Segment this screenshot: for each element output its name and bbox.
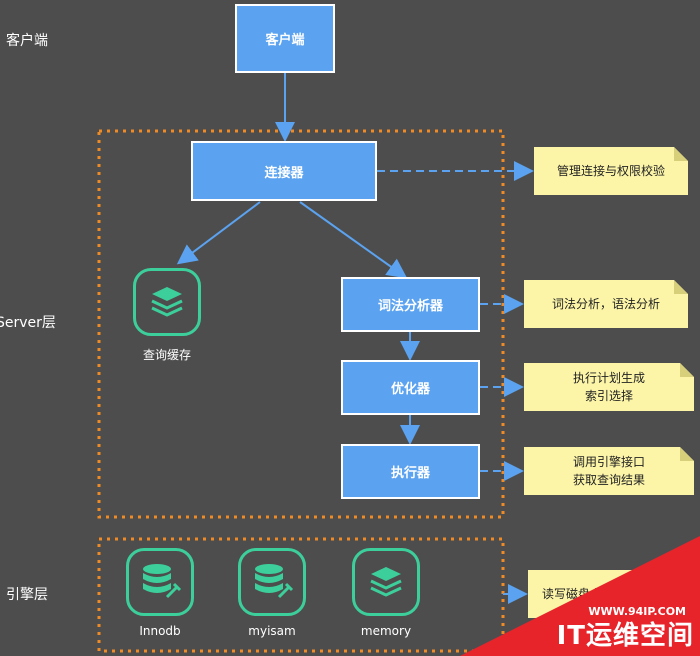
engine-label-innodb: Innodb	[139, 624, 181, 638]
optimizer-note-line1: 执行计划生成	[572, 371, 645, 385]
lexer-note: 词法分析，语法分析	[524, 280, 688, 328]
watermark: WWW.94IP.COM IT运维空间	[460, 536, 700, 656]
connector-note-text: 管理连接与权限校验	[556, 164, 665, 178]
database-wrench-icon	[126, 548, 194, 616]
arrow-connector-lexer	[299, 201, 408, 279]
watermark-name: IT运维空间	[556, 621, 694, 651]
executor-box: 执行器	[341, 444, 480, 499]
watermark-url: WWW.94IP.COM	[588, 605, 686, 618]
executor-note-line2: 获取查询结果	[572, 473, 645, 487]
optimizer-note-line2: 索引选择	[584, 389, 633, 403]
database-wrench-icon	[238, 548, 306, 616]
connector-note: 管理连接与权限校验	[534, 147, 688, 195]
engine-label-memory: memory	[360, 624, 412, 638]
executor-note: 调用引擎接口 获取查询结果	[524, 447, 694, 495]
query-cache-label: 查询缓存	[142, 348, 191, 362]
optimizer-box: 优化器	[341, 360, 480, 415]
server-group-border	[97, 129, 505, 519]
layers-icon	[352, 548, 420, 616]
arrow-connector-cache	[176, 201, 261, 265]
query-cache-icon	[133, 268, 201, 336]
client-layer-label: 客户端	[6, 33, 48, 49]
optimizer-note: 执行计划生成 索引选择	[524, 363, 694, 411]
client-box: 客户端	[235, 4, 335, 73]
server-layer-label: Server层	[0, 315, 56, 331]
executor-note-line1: 调用引擎接口	[572, 455, 645, 469]
engine-label-myisam: myisam	[248, 624, 296, 638]
connector-box: 连接器	[191, 141, 377, 201]
engine-layer-label: 引擎层	[6, 587, 48, 603]
lexer-note-text: 词法分析，语法分析	[551, 297, 660, 311]
lexer-box: 词法分析器	[341, 277, 480, 332]
engine-group-border	[97, 537, 505, 653]
